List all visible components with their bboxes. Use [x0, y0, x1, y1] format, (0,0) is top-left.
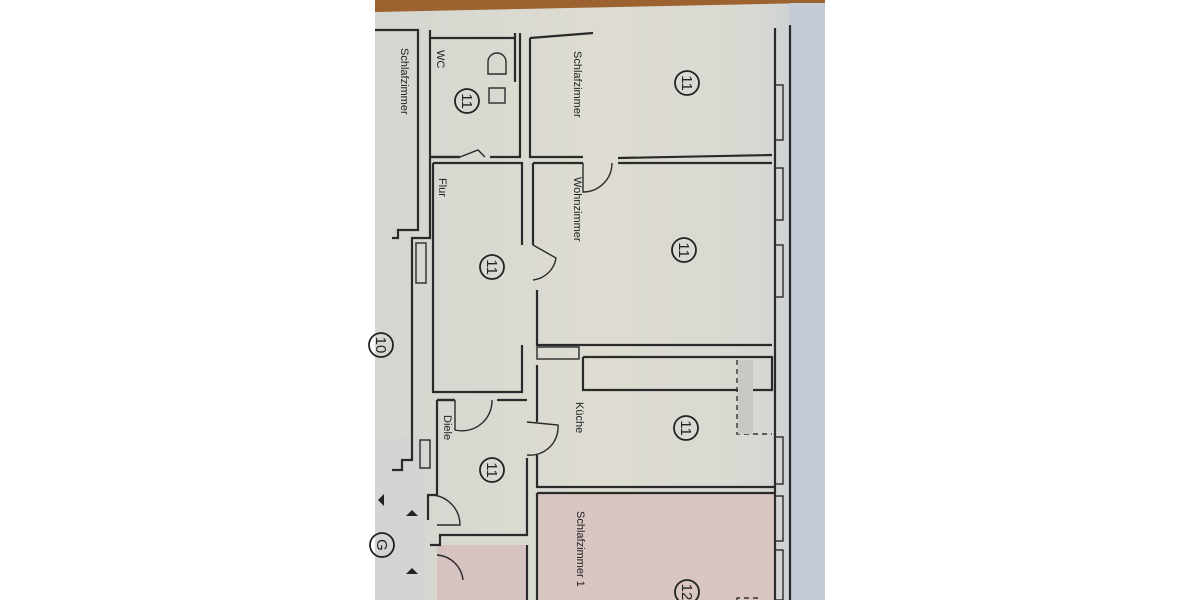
label-schlafzimmer-left: Schlafzimmer	[398, 48, 410, 115]
label-diele: Diele	[441, 415, 453, 440]
room-number-kueche: 11	[673, 415, 699, 441]
door-swings	[429, 52, 613, 581]
svg-text:11: 11	[675, 242, 692, 258]
svg-text:12: 12	[678, 584, 695, 600]
svg-text:11: 11	[678, 75, 695, 91]
paper-margin	[790, 3, 825, 600]
stair-marker-g: G	[369, 532, 395, 558]
svg-text:11: 11	[483, 259, 500, 275]
label-kueche: Küche	[573, 402, 585, 433]
room-number-schlafzimmer-top: 11	[674, 70, 700, 96]
svg-text:10: 10	[372, 337, 389, 354]
room-fill-schlafzimmer-1	[538, 493, 775, 600]
room-number-wc: 11	[454, 88, 480, 114]
room-number-wohnzimmer: 11	[671, 237, 697, 263]
label-schlafzimmer-1: Schlafzimmer 1	[574, 511, 586, 587]
unit-marker-10: 10	[368, 332, 394, 358]
room-fill-pink-small	[437, 545, 527, 600]
paper-sheet	[375, 3, 825, 600]
label-schlafzimmer-top: Schlafzimmer	[571, 51, 583, 118]
stairwell	[375, 435, 425, 600]
label-flur: Flur	[436, 178, 448, 197]
stair-arrows	[378, 494, 418, 574]
svg-text:G: G	[373, 539, 390, 551]
label-wc: WC	[434, 50, 446, 68]
svg-text:11: 11	[458, 93, 475, 109]
svg-text:11: 11	[483, 462, 500, 478]
room-number-flur: 11	[479, 254, 505, 280]
label-wohnzimmer: Wohnzimmer	[571, 177, 583, 242]
room-number-schlafzimmer-1: 12	[674, 579, 700, 600]
windows	[774, 84, 784, 600]
svg-text:11: 11	[677, 420, 694, 436]
room-number-diele: 11	[479, 457, 505, 483]
